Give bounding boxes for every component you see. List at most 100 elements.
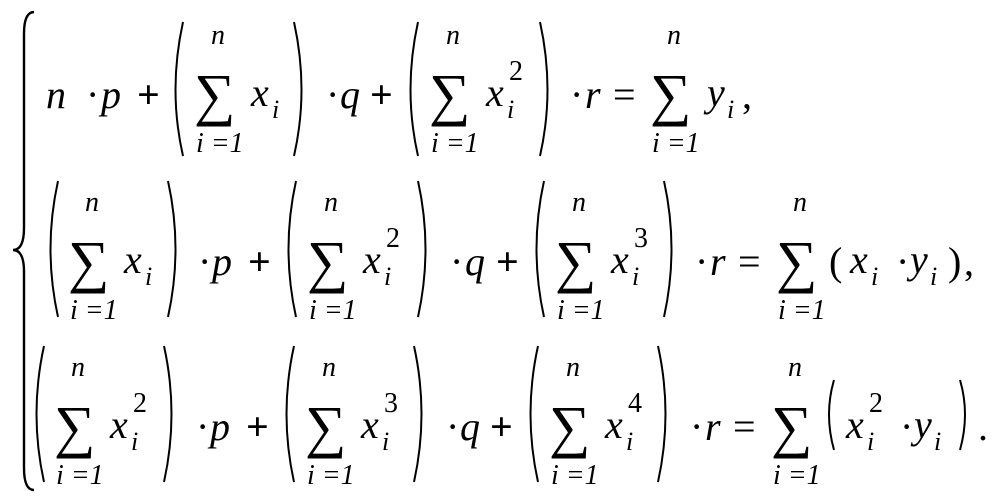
sum-upper: n [667, 20, 681, 51]
superscript-2: 2 [133, 388, 147, 419]
comma: , [742, 72, 752, 117]
right-paren-large [163, 345, 173, 483]
subscript-i: i [867, 427, 874, 456]
subscript-i: i [272, 95, 279, 124]
left-paren-large [49, 180, 59, 318]
left-paren-medium [828, 379, 835, 451]
plus-op: + [248, 239, 271, 284]
sigma: ∑ [305, 394, 346, 459]
coef-r: r [710, 239, 726, 284]
sum-upper: n [71, 352, 85, 383]
sigma: ∑ [771, 394, 812, 459]
superscript-3: 3 [384, 388, 398, 419]
sigma: ∑ [776, 229, 817, 294]
sum-upper: n [85, 187, 99, 218]
sum-lower: i =1 [307, 460, 355, 491]
period: . [978, 404, 988, 449]
subscript-i: i [382, 427, 389, 456]
var-x: x [485, 70, 504, 115]
superscript-2: 2 [386, 223, 400, 254]
subscript-i: i [930, 262, 937, 291]
sum-lower: i =1 [431, 128, 479, 159]
var-x: x [845, 402, 864, 447]
right-paren-medium [959, 379, 966, 451]
left-paren: ( [829, 239, 842, 284]
dot-op: · [326, 72, 339, 117]
right-paren-large [539, 21, 549, 157]
sum-lower: i =1 [56, 460, 104, 491]
dot-op: · [900, 404, 913, 449]
left-paren-large [287, 180, 297, 318]
left-paren-large [285, 345, 295, 483]
equation-row-1: n · p + n ∑ i =1 x i · q + n ∑ i =1 x i … [0, 10, 998, 160]
coef-q: q [460, 404, 480, 449]
equals-op: = [613, 72, 636, 117]
var-y: y [703, 70, 725, 115]
plus-op: + [370, 72, 393, 117]
plus-op: + [490, 404, 513, 449]
right-paren-large [167, 180, 177, 318]
var-x: x [109, 402, 128, 447]
dot-op: · [86, 72, 99, 117]
right-paren-large [417, 180, 427, 318]
right-paren-large [663, 180, 673, 318]
var-n: n [46, 72, 66, 117]
left-paren-large [174, 21, 184, 157]
sigma: ∑ [650, 62, 691, 127]
equation-row-2: n ∑ i =1 x i · p + n ∑ i =1 x i 2 · q + … [0, 177, 998, 327]
right-paren-large [657, 345, 667, 483]
coef-p: p [98, 72, 121, 117]
sum-upper: n [324, 187, 338, 218]
sigma: ∑ [194, 62, 235, 127]
coef-r: r [705, 404, 721, 449]
sum-lower: i =1 [70, 295, 118, 326]
left-paren-large [35, 345, 45, 483]
sum-upper: n [788, 352, 802, 383]
var-x: x [362, 237, 381, 282]
var-x: x [360, 402, 379, 447]
dot-op: · [695, 239, 708, 284]
left-paren-large [409, 21, 419, 157]
sum-upper: n [572, 187, 586, 218]
var-x: x [849, 237, 868, 282]
subscript-i: i [384, 262, 391, 291]
dot-op: · [446, 404, 459, 449]
left-brace [12, 10, 35, 492]
sigma: ∑ [429, 62, 470, 127]
sum-lower: i =1 [309, 295, 357, 326]
superscript-2: 2 [509, 56, 523, 87]
comma: , [964, 239, 974, 284]
dot-op: · [896, 239, 909, 284]
superscript-3: 3 [634, 223, 648, 254]
subscript-i: i [871, 262, 878, 291]
var-x: x [123, 237, 142, 282]
sum-upper: n [211, 20, 225, 51]
dot-op: · [570, 72, 583, 117]
subscript-i: i [145, 262, 152, 291]
sum-lower: i =1 [196, 128, 244, 159]
sum-upper: n [322, 352, 336, 383]
subscript-i: i [727, 95, 734, 124]
subscript-i: i [131, 427, 138, 456]
sum-lower: i =1 [773, 460, 821, 491]
sigma: ∑ [68, 229, 109, 294]
sigma: ∑ [549, 394, 590, 459]
superscript-2: 2 [869, 388, 883, 419]
superscript-4: 4 [628, 388, 642, 419]
sum-lower: i =1 [652, 128, 700, 159]
sigma: ∑ [54, 394, 95, 459]
right-paren-large [293, 21, 303, 157]
plus-op: + [137, 72, 160, 117]
subscript-i: i [626, 427, 633, 456]
equals-op: = [733, 404, 756, 449]
subscript-i: i [632, 262, 639, 291]
sum-upper: n [446, 20, 460, 51]
coef-p: p [209, 239, 232, 284]
var-y: y [906, 237, 928, 282]
left-paren-large [529, 345, 539, 483]
right-paren-large [413, 345, 423, 483]
coef-q: q [465, 239, 485, 284]
var-x: x [610, 237, 629, 282]
equals-op: = [738, 239, 761, 284]
